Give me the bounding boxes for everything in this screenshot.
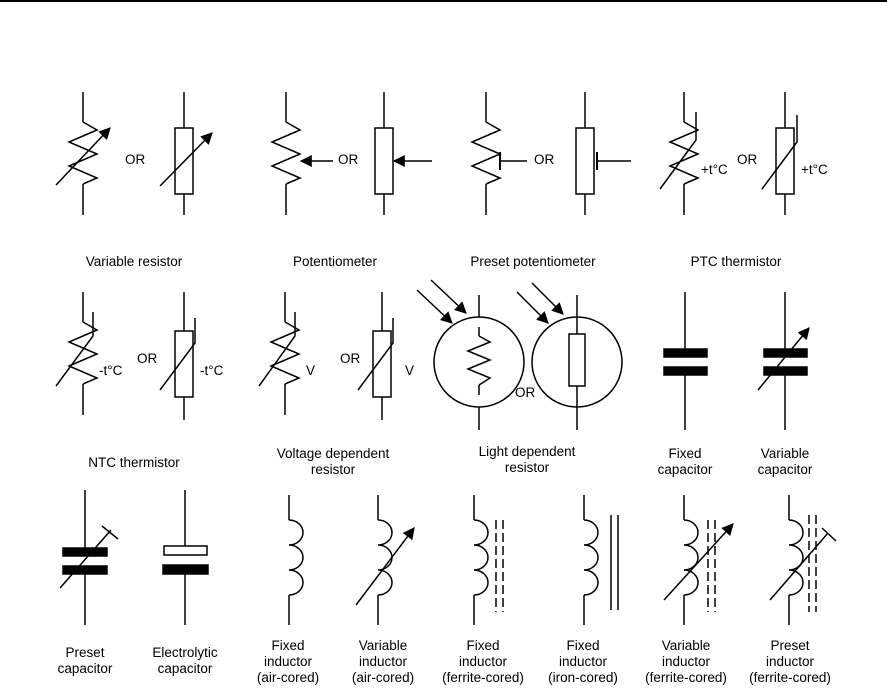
caption-fixed-inductor-ferrite: Fixed inductor (ferrite-cored) (433, 638, 533, 686)
caption-ldr: Light dependent resistor (447, 444, 607, 476)
caption-variable-inductor-ferrite-line3: (ferrite-cored) (645, 670, 727, 685)
caption-fixed-inductor-ferrite-line1: Fixed (466, 638, 500, 653)
caption-fixed-inductor-air-line2: inductor (263, 654, 313, 669)
ptc-thermistor-box-symbol (761, 92, 798, 215)
caption-ptc-thermistor: PTC thermistor (690, 254, 782, 269)
caption-variable-inductor-ferrite-line2: inductor (661, 654, 711, 669)
caption-ldr-line1: Light dependent (478, 444, 576, 459)
variable-capacitor-symbol (757, 292, 810, 430)
variable-inductor-air-symbol (355, 495, 415, 625)
variable-resistor-box-symbol (159, 92, 213, 215)
caption-fixed-capacitor-line1: Fixed (668, 446, 702, 461)
vdr-sign-zigzag: V (306, 363, 316, 378)
or-label-potentiometer: OR (338, 152, 359, 167)
caption-preset-inductor-ferrite: Preset inductor (ferrite-cored) (740, 638, 840, 686)
fixed-inductor-iron-symbol (583, 495, 619, 625)
or-label-ptc-thermistor: OR (737, 152, 758, 167)
ntc-sign-zigzag: -t°C (99, 363, 123, 378)
caption-fixed-inductor-ferrite-line3: (ferrite-cored) (442, 670, 524, 685)
caption-preset-inductor-ferrite-line2: inductor (765, 654, 815, 669)
vdr-zigzag-symbol (258, 292, 301, 415)
caption-ldr-line2: resistor (504, 460, 550, 475)
top-rule (0, 0, 887, 2)
caption-fixed-inductor-air: Fixed inductor (air-cored) (243, 638, 333, 686)
preset-inductor-ferrite-symbol (769, 495, 837, 625)
vdr-sign-box: V (405, 363, 415, 378)
ptc-sign-zigzag: +t°C (701, 162, 728, 177)
caption-preset-inductor-ferrite-line3: (ferrite-cored) (749, 670, 831, 685)
caption-variable-resistor: Variable resistor (85, 254, 183, 269)
or-label-ldr: OR (515, 385, 536, 400)
potentiometer-box-symbol (374, 92, 432, 215)
caption-variable-capacitor-line1: Variable (760, 446, 810, 461)
caption-variable-inductor-ferrite: Variable inductor (ferrite-cored) (636, 638, 736, 686)
caption-variable-inductor-air-line2: inductor (358, 654, 408, 669)
ntc-thermistor-box-symbol (159, 292, 196, 420)
caption-variable-capacitor: Variable capacitor (735, 446, 835, 478)
variable-inductor-ferrite-symbol (663, 495, 734, 625)
preset-potentiometer-box-symbol (575, 92, 631, 215)
caption-fixed-inductor-iron-line3: (iron-cored) (548, 670, 618, 685)
caption-preset-capacitor: Preset capacitor (35, 645, 135, 677)
caption-fixed-inductor-iron-line1: Fixed (566, 638, 600, 653)
caption-vdr-line1: Voltage dependent (276, 446, 390, 461)
caption-variable-inductor-ferrite-line1: Variable (661, 638, 711, 653)
vdr-box-symbol (357, 292, 394, 420)
preset-capacitor-symbol (59, 490, 119, 625)
or-label-ntc-thermistor: OR (137, 351, 158, 366)
ptc-thermistor-zigzag-symbol (659, 92, 700, 215)
fixed-inductor-ferrite-symbol (473, 495, 504, 625)
fixed-inductor-air-symbol (288, 495, 304, 625)
caption-preset-inductor-ferrite-line1: Preset (770, 638, 810, 653)
caption-variable-inductor-air-line1: Variable (358, 638, 408, 653)
ntc-thermistor-zigzag-symbol (55, 292, 99, 415)
or-label-variable-resistor: OR (125, 152, 146, 167)
caption-potentiometer: Potentiometer (292, 254, 378, 269)
ldr-zigzag-symbol (416, 279, 525, 430)
caption-preset-potentiometer: Preset potentiometer (470, 254, 596, 269)
caption-electrolytic-capacitor: Electrolytic capacitor (135, 645, 235, 677)
fixed-capacitor-symbol (663, 292, 708, 430)
caption-variable-inductor-air: Variable inductor (air-cored) (338, 638, 428, 686)
caption-fixed-inductor-air-line3: (air-cored) (256, 670, 320, 685)
caption-variable-capacitor-line2: capacitor (757, 462, 813, 477)
caption-fixed-inductor-iron-line2: inductor (558, 654, 608, 669)
caption-electrolytic-capacitor-line1: Electrolytic (152, 645, 218, 660)
caption-preset-capacitor-line2: capacitor (57, 661, 113, 676)
ldr-box-symbol (516, 282, 623, 430)
caption-preset-capacitor-line1: Preset (65, 645, 105, 660)
caption-variable-inductor-air-line3: (air-cored) (351, 670, 415, 685)
caption-vdr-line2: resistor (310, 462, 356, 477)
or-label-preset-potentiometer: OR (534, 152, 555, 167)
caption-fixed-inductor-iron: Fixed inductor (iron-cored) (533, 638, 633, 686)
caption-vdr: Voltage dependent resistor (253, 446, 413, 478)
caption-fixed-capacitor-line2: capacitor (657, 462, 713, 477)
electrolytic-capacitor-symbol (162, 490, 209, 625)
caption-electrolytic-capacitor-line2: capacitor (157, 661, 213, 676)
caption-fixed-inductor-air-line1: Fixed (271, 638, 305, 653)
ptc-sign-box: +t°C (801, 162, 828, 177)
caption-fixed-inductor-ferrite-line2: inductor (458, 654, 508, 669)
variable-resistor-zigzag-symbol (55, 92, 111, 215)
ntc-sign-box: -t°C (200, 363, 224, 378)
caption-fixed-capacitor: Fixed capacitor (635, 446, 735, 478)
preset-potentiometer-zigzag-symbol (470, 92, 527, 215)
or-label-vdr: OR (340, 351, 361, 366)
caption-ntc-thermistor: NTC thermistor (88, 455, 180, 470)
potentiometer-zigzag-symbol (270, 92, 333, 215)
